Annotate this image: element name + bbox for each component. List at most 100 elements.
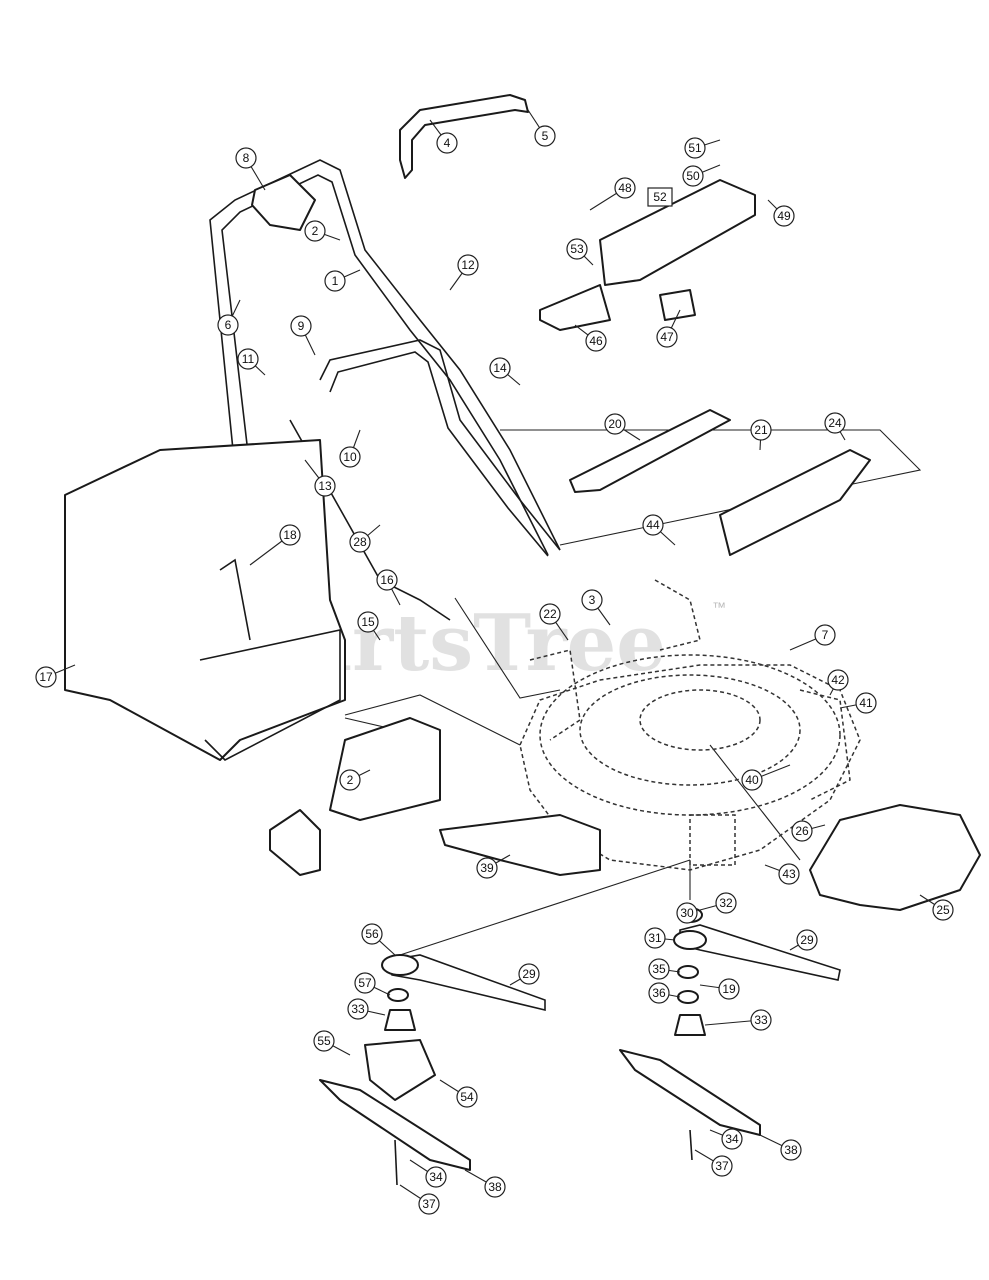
callout-label: 6	[225, 318, 232, 332]
callout-circle	[750, 419, 772, 441]
callout-label: 57	[358, 976, 372, 990]
callout-33: 33	[704, 1009, 772, 1031]
callout-circle	[741, 769, 763, 791]
callout-20: 20	[604, 413, 641, 441]
callout-circle	[855, 692, 877, 714]
callout-circle	[814, 624, 836, 646]
callout-33: 33	[347, 998, 386, 1020]
callout-label: 2	[347, 773, 354, 787]
callout-42: 42	[827, 669, 849, 696]
callout-label: 25	[936, 903, 950, 917]
callout-label: 56	[365, 927, 379, 941]
callout-22: 22	[539, 603, 569, 641]
watermark-trademark: ™	[712, 599, 726, 615]
callout-label: 22	[543, 607, 557, 621]
callout-54: 54	[439, 1079, 478, 1108]
callout-circle	[235, 147, 257, 169]
battery-housing	[539, 179, 756, 331]
callout-16: 16	[376, 569, 401, 606]
callout-label: 10	[343, 450, 357, 464]
callout-12: 12	[449, 254, 479, 291]
callout-label: 44	[646, 518, 660, 532]
callout-43: 43	[764, 863, 800, 885]
callout-24: 24	[824, 412, 846, 441]
callout-label: 53	[570, 242, 584, 256]
callout-circle	[711, 1155, 733, 1177]
callout-49: 49	[767, 199, 795, 227]
callout-label: 7	[822, 628, 829, 642]
callout-circle	[339, 769, 361, 791]
callout-label: 15	[361, 615, 375, 629]
callout-label: 37	[422, 1197, 436, 1211]
callout-label: 34	[429, 1170, 443, 1184]
callout-label: 40	[745, 773, 759, 787]
callout-14: 14	[489, 357, 521, 386]
callout-label: 51	[688, 141, 702, 155]
callout-circle	[682, 165, 704, 187]
callout-label: 33	[351, 1002, 365, 1016]
callout-circle	[339, 446, 361, 468]
callout-6: 6	[217, 299, 241, 336]
callout-7: 7	[789, 624, 836, 651]
callout-34: 34	[409, 1159, 447, 1188]
callout-label: 43	[782, 867, 796, 881]
callout-circle	[349, 531, 371, 553]
callout-label: 24	[828, 416, 842, 430]
callout-label: 1	[332, 274, 339, 288]
callout-41: 41	[839, 692, 877, 714]
callout-label: 5	[542, 129, 549, 143]
callout-circle	[778, 863, 800, 885]
callout-circle	[932, 899, 954, 921]
callout-label: 42	[831, 673, 845, 687]
callout-38: 38	[759, 1134, 802, 1161]
callout-label: 38	[488, 1180, 502, 1194]
callout-label: 41	[859, 696, 873, 710]
callout-55: 55	[313, 1030, 351, 1056]
callout-label: 49	[777, 209, 791, 223]
callout-label: 36	[652, 986, 666, 1000]
callout-36: 36	[648, 982, 681, 1004]
callout-25: 25	[919, 894, 954, 921]
callout-circle	[304, 220, 326, 242]
callout-circle	[780, 1139, 802, 1161]
callout-29: 29	[509, 963, 540, 986]
callout-circle	[361, 923, 383, 945]
grass-catcher	[64, 439, 346, 761]
callout-circle	[324, 270, 346, 292]
callout-56: 56	[361, 923, 396, 956]
callout-13: 13	[304, 459, 336, 497]
callout-circle	[290, 315, 312, 337]
callout-circle	[718, 978, 740, 1000]
callout-3: 3	[581, 589, 611, 626]
callout-circle	[824, 412, 846, 434]
callout-21: 21	[750, 419, 772, 451]
callout-circle	[715, 892, 737, 914]
callout-circle	[676, 902, 698, 924]
callout-label: 18	[283, 528, 297, 542]
callout-circle	[534, 125, 556, 147]
callout-37: 37	[694, 1149, 733, 1177]
callout-50: 50	[682, 164, 721, 187]
callout-label: 20	[608, 417, 622, 431]
upper-handle	[399, 94, 529, 179]
callout-30: 30	[676, 902, 698, 924]
callout-label: 26	[795, 824, 809, 838]
callout-53: 53	[566, 238, 594, 266]
callout-circle	[518, 963, 540, 985]
callout-57: 57	[354, 972, 391, 996]
callout-label: 3	[589, 593, 596, 607]
callout-label: 38	[784, 1143, 798, 1157]
callout-39: 39	[476, 854, 511, 879]
callout-circle	[750, 1009, 772, 1031]
callout-label: 55	[317, 1034, 331, 1048]
callout-label: 50	[686, 169, 700, 183]
callout-circle	[376, 569, 398, 591]
callout-29: 29	[789, 929, 818, 951]
callout-label: 47	[660, 330, 674, 344]
callout-circle	[456, 1086, 478, 1108]
callout-label: 32	[719, 896, 733, 910]
callout-15: 15	[357, 611, 381, 641]
callout-circle	[457, 254, 479, 276]
